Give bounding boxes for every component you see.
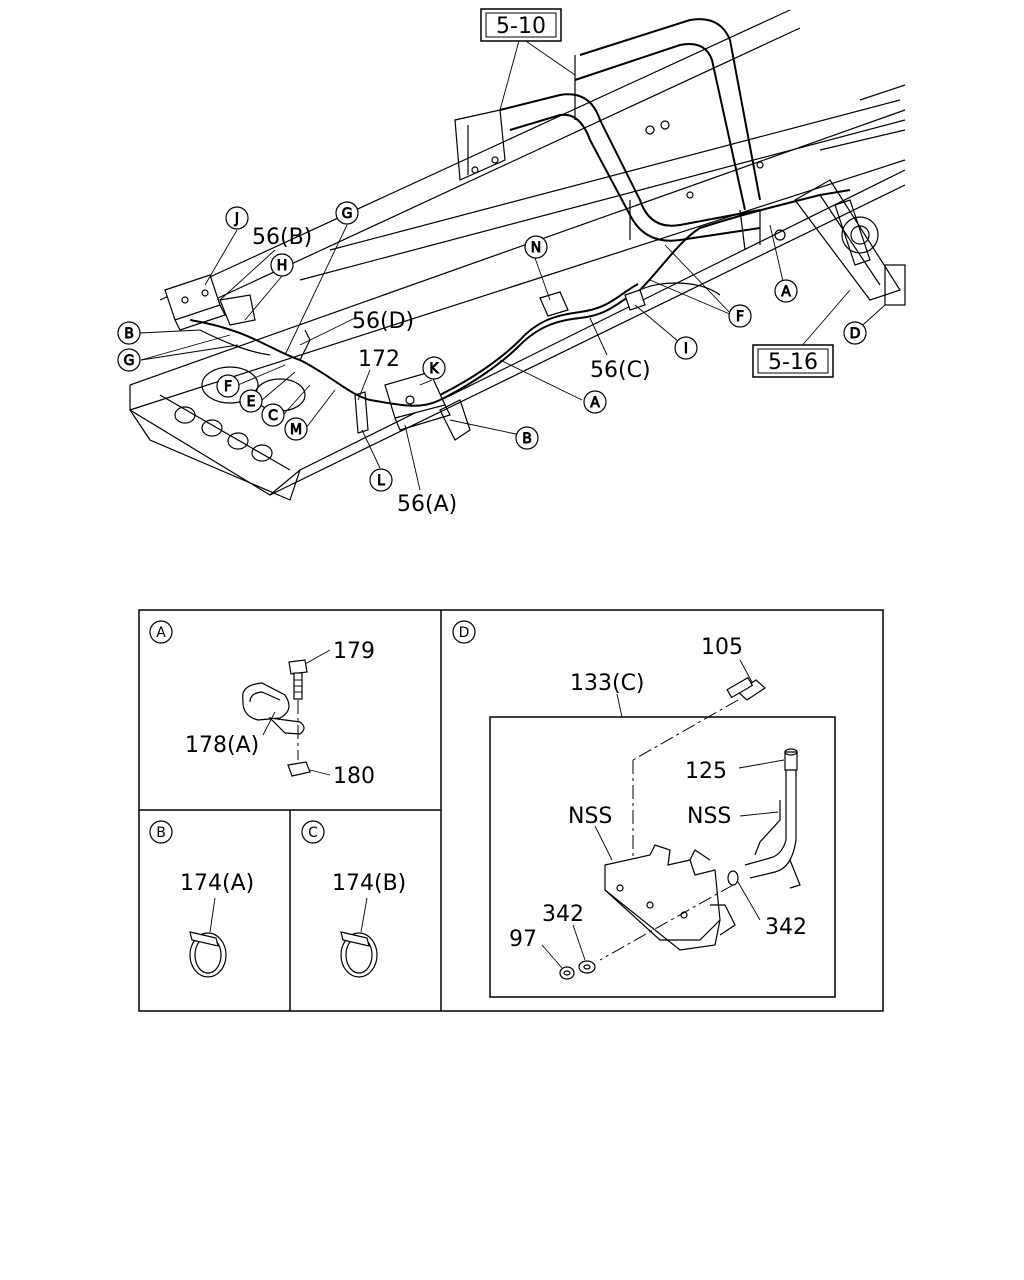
callout-F-right: F — [728, 304, 752, 328]
label-56b: 56(B) — [252, 225, 312, 250]
detail-C: C 174(B) — [301, 820, 406, 978]
detail-D-circle: D — [452, 620, 476, 644]
label-342-right: 342 — [765, 915, 807, 940]
svg-text:A: A — [156, 625, 166, 641]
detail-A: A 179 178(A) 180 — [149, 620, 375, 789]
svg-text:J: J — [234, 211, 239, 227]
callout-D-right: D — [843, 321, 867, 345]
callout-K: K — [422, 356, 446, 380]
label-179: 179 — [333, 639, 375, 664]
callout-B-left: B — [117, 321, 141, 345]
callout-E: E — [239, 389, 263, 413]
ref-box-5-16: 5-16 — [752, 344, 834, 378]
label-105: 105 — [701, 635, 743, 660]
svg-text:L: L — [377, 473, 385, 489]
detail-B-circle: B — [149, 820, 173, 844]
callout-G-left: G — [117, 348, 141, 372]
svg-text:N: N — [531, 240, 541, 256]
ref-5-16-text: 5-16 — [768, 350, 818, 375]
callout-M: M — [284, 417, 308, 441]
callout-A-right: A — [774, 279, 798, 303]
callout-B-mid: B — [515, 426, 539, 450]
svg-text:G: G — [342, 206, 353, 222]
callout-I: I — [674, 336, 698, 360]
callout-L: L — [369, 468, 393, 492]
callout-F-left: F — [216, 374, 240, 398]
svg-text:G: G — [124, 353, 135, 369]
label-342-left: 342 — [542, 902, 584, 927]
label-174a: 174(A) — [180, 871, 254, 896]
svg-text:A: A — [590, 395, 600, 411]
svg-text:E: E — [247, 394, 256, 410]
label-97: 97 — [509, 927, 537, 952]
label-180: 180 — [333, 764, 375, 789]
svg-text:B: B — [522, 431, 532, 447]
part-labels: 56(B) 56(D) 172 56(C) 56(A) — [252, 225, 651, 517]
detail-panels — [138, 609, 884, 1012]
ref-box-5-10: 5-10 — [480, 8, 562, 42]
label-174b: 174(B) — [332, 871, 406, 896]
callout-G-top: G — [335, 201, 359, 225]
detail-A-circle: A — [149, 620, 173, 644]
label-nss-right: NSS — [687, 804, 731, 829]
label-nss-left: NSS — [568, 804, 612, 829]
label-172: 172 — [358, 347, 400, 372]
label-178a: 178(A) — [185, 733, 259, 758]
label-56a: 56(A) — [397, 492, 457, 517]
svg-text:C: C — [268, 408, 278, 424]
svg-text:I: I — [684, 341, 688, 357]
svg-text:K: K — [429, 361, 439, 377]
svg-text:C: C — [308, 825, 318, 841]
callout-N: N — [524, 235, 548, 259]
callout-C: C — [261, 403, 285, 427]
label-56d: 56(D) — [352, 309, 414, 334]
svg-text:F: F — [736, 309, 744, 325]
label-125: 125 — [685, 759, 727, 784]
svg-text:D: D — [459, 625, 470, 641]
label-56c: 56(C) — [590, 358, 651, 383]
svg-text:F: F — [224, 379, 232, 395]
svg-text:M: M — [290, 422, 302, 438]
detail-B: B 174(A) — [149, 820, 254, 978]
label-133c: 133(C) — [570, 671, 645, 696]
svg-text:A: A — [781, 284, 791, 300]
detail-C-circle: C — [301, 820, 325, 844]
callout-H: H — [270, 253, 294, 277]
callouts: J G H B G F E C M K L N I A A B F D — [117, 201, 867, 492]
chassis-drawing — [129, 9, 906, 501]
callout-A-mid: A — [583, 390, 607, 414]
svg-text:H: H — [277, 258, 288, 274]
svg-text:B: B — [124, 326, 134, 342]
ref-5-10-text: 5-10 — [496, 14, 546, 39]
svg-text:D: D — [850, 326, 861, 342]
svg-text:B: B — [156, 825, 166, 841]
detail-D: D 105 — [452, 620, 836, 998]
leader-lines — [139, 36, 886, 491]
callout-J: J — [225, 206, 249, 230]
